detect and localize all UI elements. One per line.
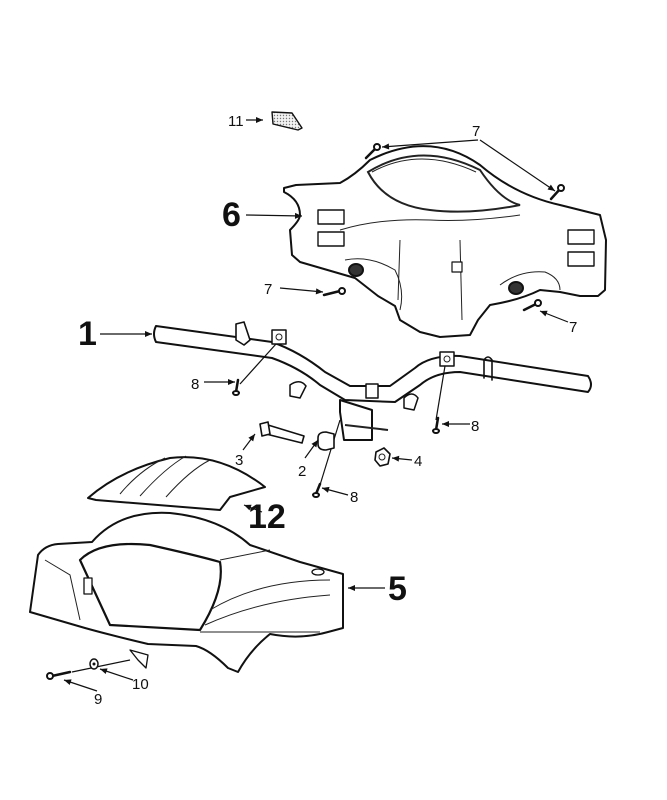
callout-11: 11 [228,113,244,130]
callout-7-right: 7 [569,319,577,336]
arrowhead-icon [294,212,302,219]
rear-handlebar-cover-part-6 [283,145,607,338]
arrowhead-icon [322,486,330,493]
leader-line-7a [381,139,479,148]
washer-part-10 [89,658,99,670]
arrowhead-icon [256,117,263,123]
callout-6: 6 [222,196,241,234]
arrowhead-icon [145,331,152,337]
callout-2: 2 [298,463,306,480]
callout-9: 9 [94,691,102,708]
arrowhead-icon [348,585,355,591]
top-cover-part-12 [87,455,266,511]
callout-8-bottom: 8 [350,489,358,506]
callout-12: 12 [248,498,286,536]
callout-3: 3 [235,452,243,469]
callout-5: 5 [388,570,407,608]
arrowhead-icon [540,310,548,317]
leader-line-7c [279,287,324,293]
arrowhead-icon [315,288,323,295]
callout-1: 1 [78,315,97,353]
leader-line-6 [245,214,303,217]
arrowhead-icon [244,504,252,511]
callout-7-left: 7 [264,281,272,298]
callout-4: 4 [414,453,422,470]
front-cowl-part-5 [29,511,344,673]
screw-part-7 [322,143,565,312]
leader-line-7b [479,139,556,192]
sleeve-part-2 [317,431,335,451]
callout-8-left: 8 [191,376,199,393]
arrowhead-icon [547,184,555,191]
arrowhead-icon [64,679,72,686]
handlebar-part-1 [153,321,592,486]
arrowhead-icon [228,379,235,385]
bolt-part-3 [259,421,305,444]
arrowhead-icon [382,143,390,150]
screw-part-9 [46,659,131,680]
arrowhead-icon [442,421,449,427]
screw-part-8 [232,378,440,498]
callout-labels: 1 2 3 4 5 6 7 7 7 8 8 8 9 10 11 12 [78,113,577,708]
reflector-part-11 [271,111,303,131]
callout-leaders [63,117,569,692]
arrowhead-icon [311,440,318,448]
callout-10: 10 [132,676,149,693]
callout-8-right: 8 [471,418,479,435]
arrowhead-icon [100,668,108,675]
nut-part-4 [374,447,391,467]
arrowhead-icon [392,455,400,462]
callout-7-top: 7 [472,123,480,140]
arrowhead-icon [248,434,255,442]
